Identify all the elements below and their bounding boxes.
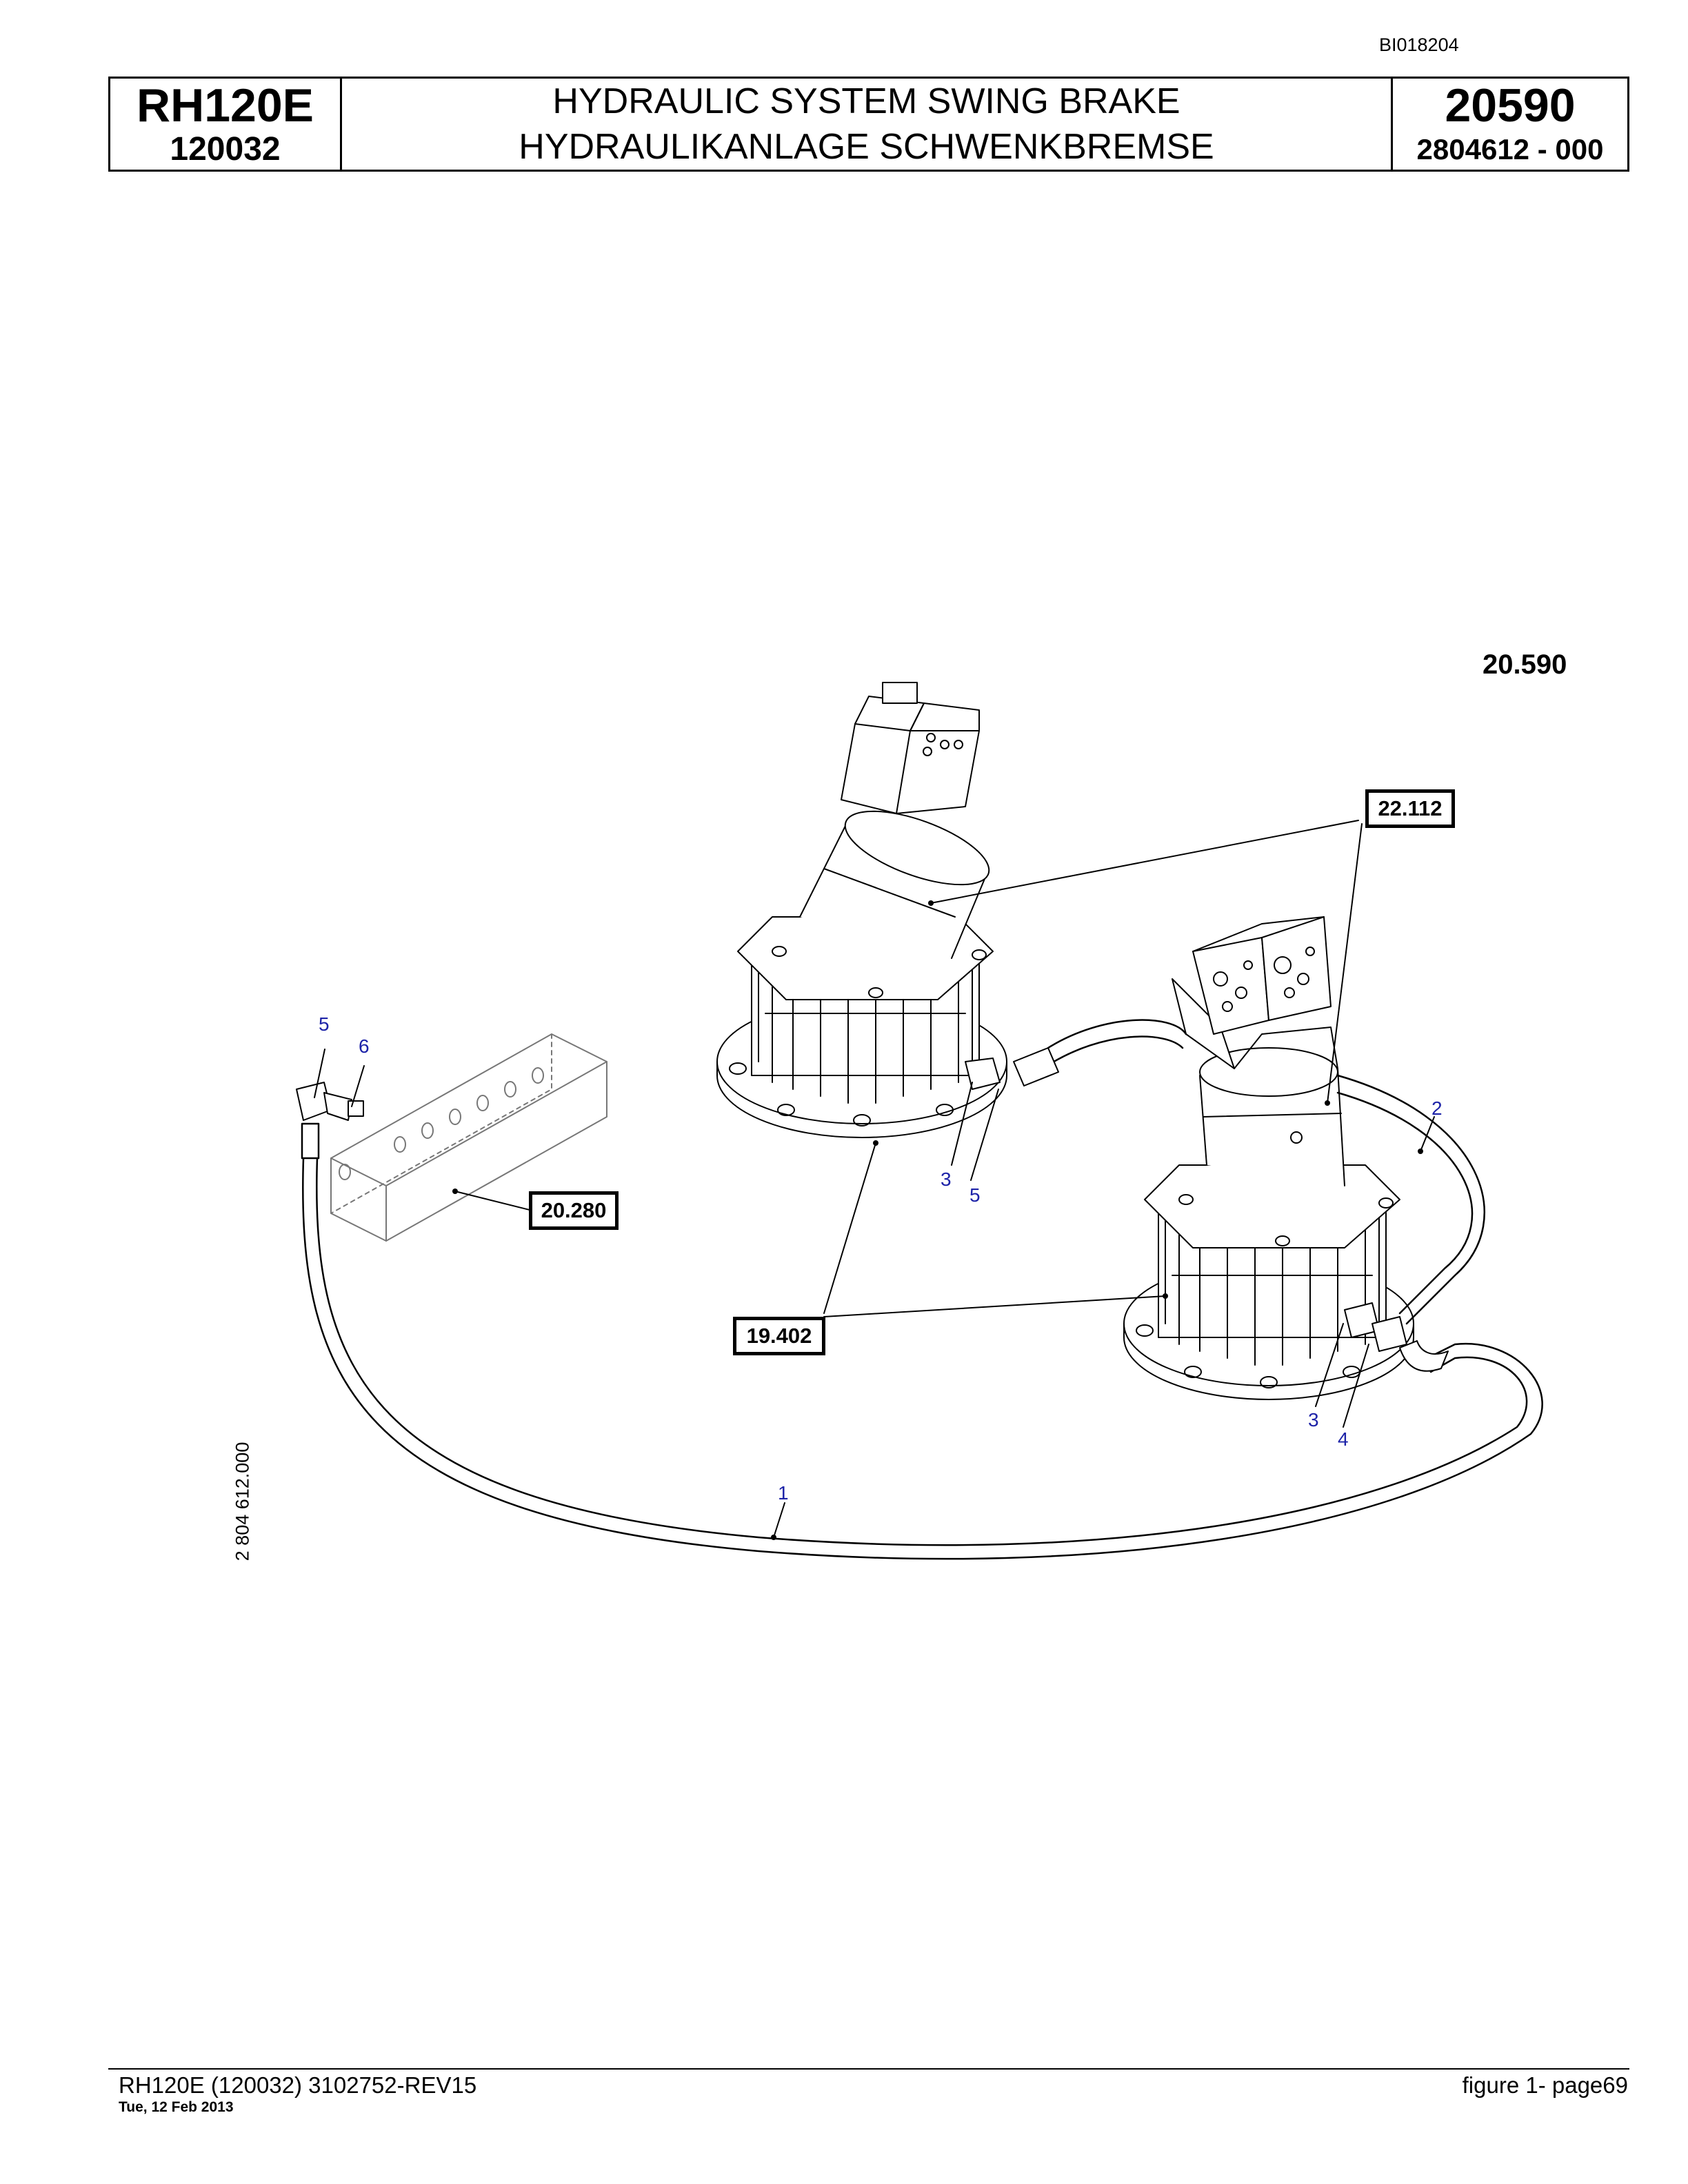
swing-motor-upper [716,682,1007,1138]
hose-1 [301,1122,1543,1560]
model-cell: RH120E 120032 [110,79,342,170]
swing-motor-lower [1123,916,1414,1400]
item-label-3-lower: 3 [1308,1409,1319,1430]
title-block: RH120E 120032 HYDRAULIC SYSTEM SWING BRA… [108,77,1629,172]
distributor-block [330,1033,607,1242]
item-label-2: 2 [1431,1098,1443,1119]
leader-lines [314,820,1435,1538]
title-german: HYDRAULIKANLAGE SCHWENKBREMSE [519,127,1214,167]
title-cell: HYDRAULIC SYSTEM SWING BRAKE HYDRAULIKAN… [342,79,1393,170]
fittings [296,1047,1449,1372]
item-label-4: 4 [1338,1428,1349,1450]
hose-2 [1047,1019,1485,1325]
title-english: HYDRAULIC SYSTEM SWING BRAKE [552,81,1180,121]
item-label-1: 1 [778,1482,789,1504]
leader-dots [452,900,1423,1540]
item-label-5-left: 5 [319,1013,330,1035]
group-cell: 20590 2804612 - 000 [1393,79,1627,170]
item-label-6: 6 [359,1035,370,1057]
group-number: 20590 [1445,79,1576,132]
item-label-3-upper: 3 [941,1169,952,1190]
ref-box-22-112[interactable]: 22.112 [1365,789,1455,828]
drawing-group-ref: 20.590 [1483,649,1567,680]
part-number: 2804612 - 000 [1416,133,1604,165]
serial-number: 120032 [170,131,281,168]
footer-date: Tue, 12 Feb 2013 [119,2099,234,2115]
ref-box-19-402[interactable]: 19.402 [733,1317,825,1355]
model-name: RH120E [136,79,314,132]
footer-rule [108,2068,1629,2070]
footer-doc-ref: RH120E (120032) 3102752-REV15 [119,2072,477,2098]
footer-page: figure 1- page69 [1462,2072,1628,2098]
document-id: BI018204 [1379,34,1459,55]
ref-box-20-280[interactable]: 20.280 [529,1191,619,1230]
item-label-5-upper: 5 [969,1184,981,1206]
